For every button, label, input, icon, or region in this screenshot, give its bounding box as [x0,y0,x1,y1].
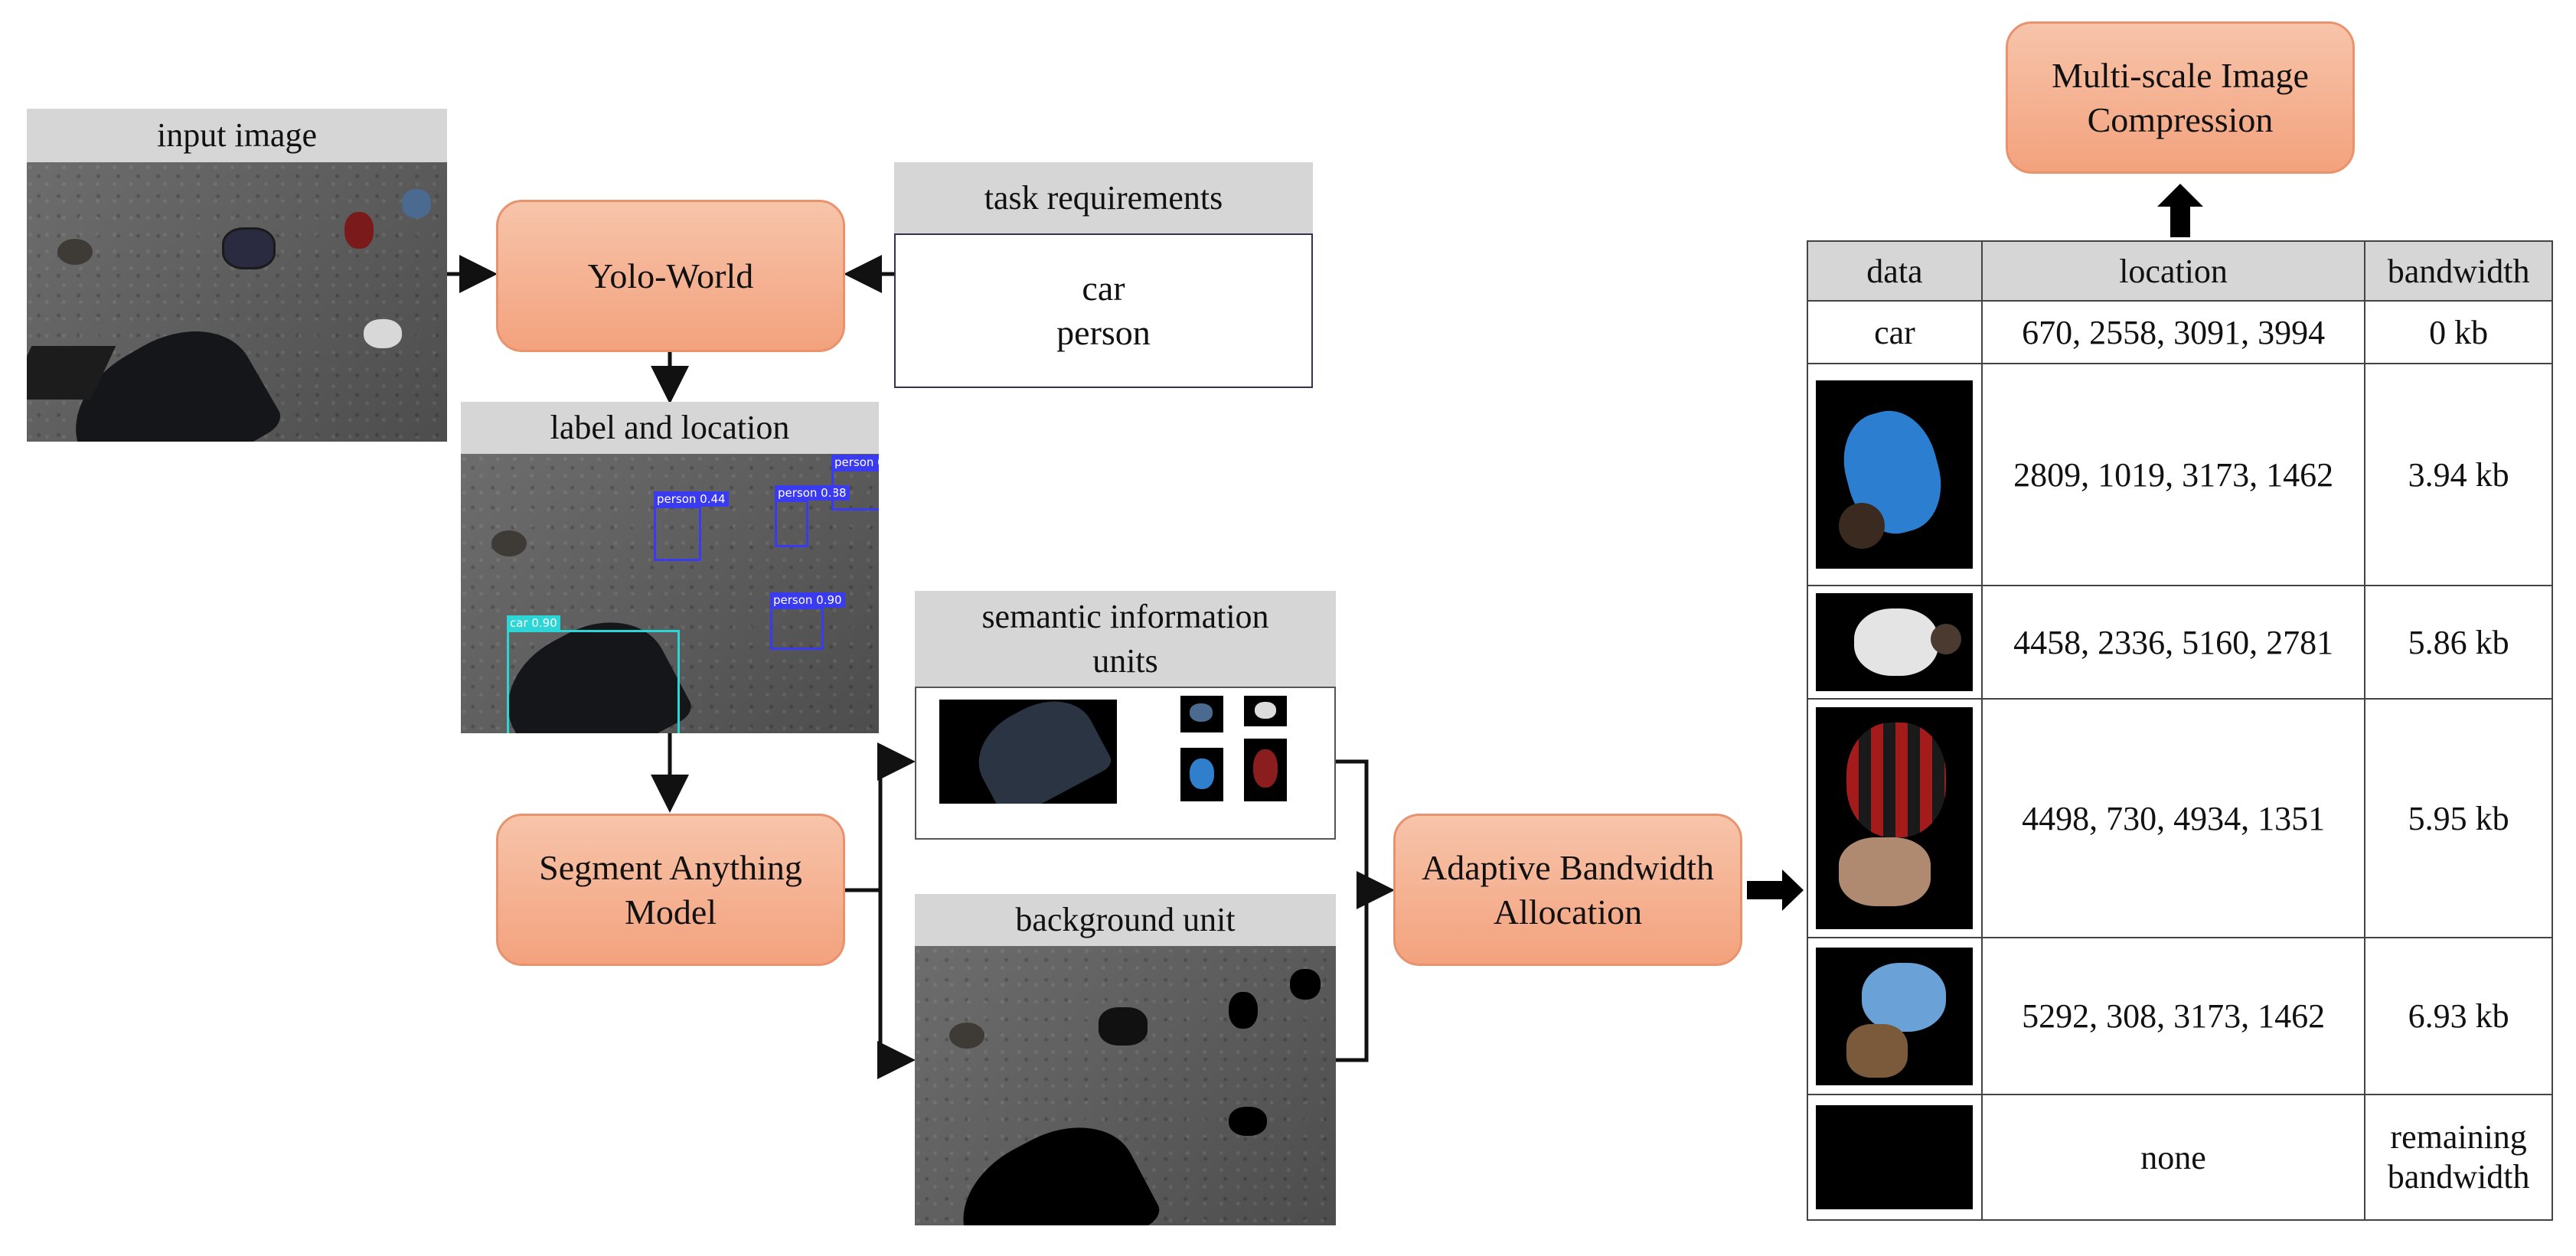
background-unit-header: background unit [915,894,1336,946]
sam-node: Segment Anything Model [496,814,845,966]
background-unit-label: background unit [1015,901,1236,938]
sam-label-line1: Segment Anything [539,847,802,887]
arrow-background-to-allocation [1336,890,1369,1062]
person-unit-thumbnail [1180,696,1223,732]
background-thumbnail [1816,1105,1974,1209]
cyclist-figure [222,227,276,269]
yolo-world-node: Yolo-World [496,200,845,352]
car-silhouette [941,1101,1164,1225]
row-data-thumbnail [1807,585,1983,700]
detection-box: person 0 [831,455,879,511]
table-header-row: data location bandwidth [1807,240,2553,302]
semantic-units-label-line1: semantic information [981,597,1269,635]
row-location: 4458, 2336, 5160, 2781 [1980,585,2366,700]
table-row: car 670, 2558, 3091, 3994 0 kb [1807,300,2553,364]
table-row: none remaining bandwidth [1807,1094,2553,1221]
row-location: 4498, 730, 4934, 1351 [1980,698,2366,938]
arrow-sam-to-semantic [845,742,916,892]
sam-label-line2: Model [624,892,717,931]
person-thumbnail [1816,707,1974,929]
yolo-world-label: Yolo-World [587,256,754,295]
row-location: 670, 2558, 3091, 3994 [1980,300,2366,364]
row-bandwidth: 3.94 kb [2364,363,2553,586]
row-location: 5292, 308, 3173, 1462 [1980,937,2366,1095]
task-requirements-box: car person [894,233,1313,388]
detection-box: person 0.44 [654,491,729,561]
manhole-cover [57,239,93,265]
person-figure [344,212,374,249]
allocation-label-line2: Allocation [1493,892,1643,931]
task-requirements-label: task requirements [984,178,1223,217]
detection-box: person 0.88 [775,485,850,547]
table-row: 4458, 2336, 5160, 2781 5.86 kb [1807,585,2553,700]
requirement-person: person [1056,313,1151,352]
person-unit-thumbnail [1180,748,1223,801]
detection-tag: person 0.90 [770,592,845,608]
allocation-node: Adaptive Bandwidth Allocation [1393,814,1742,966]
person-unit-thumbnail [1244,739,1287,801]
input-image-header: input image [27,109,447,162]
manhole-cover [949,1023,984,1049]
arrow-sam-to-background [877,890,916,1079]
row-data-thumbnail [1807,698,1983,938]
detection-tag: person 0.88 [775,485,850,501]
semantic-units-label-line2: units [1092,641,1158,680]
person-figure [402,189,431,218]
compression-node: Multi-scale Image Compression [2006,21,2355,174]
detection-box: person 0.90 [770,592,845,650]
header-location: location [1980,240,2366,302]
arrow-allocation-to-table [1747,869,1804,911]
person-thumbnail [1816,380,1974,569]
table-row: 5292, 308, 3173, 1462 6.93 kb [1807,937,2553,1095]
row-bandwidth-line1: remaining [2390,1118,2527,1156]
requirement-car: car [1082,269,1125,308]
header-bandwidth: bandwidth [2364,240,2553,302]
person-unit-thumbnail [1244,696,1287,726]
background-unit-photo [915,946,1336,1225]
person-thumbnail [1816,593,1974,691]
table-row: 2809, 1019, 3173, 1462 3.94 kb [1807,363,2553,586]
allocation-table: data location bandwidth car 670, 2558, 3… [1807,240,2553,1221]
row-bandwidth: 0 kb [2364,300,2553,364]
compression-label-line2: Compression [2087,100,2274,139]
row-data-thumbnail [1807,937,1983,1095]
row-data: car [1807,300,1983,364]
row-bandwidth: remaining bandwidth [2364,1094,2553,1221]
arrow-semantic-to-allocation [1336,759,1395,909]
semantic-units-box [915,687,1336,840]
person-thumbnail [1816,947,1974,1085]
person-silhouette [1229,1107,1267,1136]
row-location: none [1980,1094,2366,1221]
detection-box-car: car 0.90 [507,615,680,733]
manhole-cover [491,530,527,556]
row-location: 2809, 1019, 3173, 1462 [1980,363,2366,586]
label-location-header: label and location [461,402,879,454]
row-data-thumbnail [1807,1094,1983,1221]
detection-tag: person 0 [831,455,879,470]
allocation-label-line1: Adaptive Bandwidth [1422,847,1714,887]
arrow-table-to-compression [2157,184,2203,237]
detection-tag: car 0.90 [507,615,560,631]
task-requirements-header: task requirements [894,162,1313,233]
row-data-thumbnail [1807,363,1983,586]
label-location-photo: person 0.44 person 0.88 person 0 person … [461,454,879,733]
semantic-units-header: semantic information units [915,591,1336,687]
header-data: data [1807,240,1983,302]
row-bandwidth: 6.93 kb [2364,937,2553,1095]
label-location-label: label and location [550,409,790,446]
car-unit-thumbnail [939,700,1117,804]
person-silhouette [1290,969,1321,1000]
person-figure [364,319,402,348]
cyclist-silhouette [1099,1007,1148,1046]
input-image-photo [27,162,447,442]
row-bandwidth: 5.86 kb [2364,585,2553,700]
input-image-label: input image [157,116,317,154]
row-bandwidth: 5.95 kb [2364,698,2553,938]
person-silhouette [1229,992,1258,1029]
detection-tag: person 0.44 [654,491,729,507]
compression-label-line1: Multi-scale Image [2052,55,2309,95]
row-bandwidth-line2: bandwidth [2387,1158,2530,1196]
table-row: 4498, 730, 4934, 1351 5.95 kb [1807,698,2553,938]
